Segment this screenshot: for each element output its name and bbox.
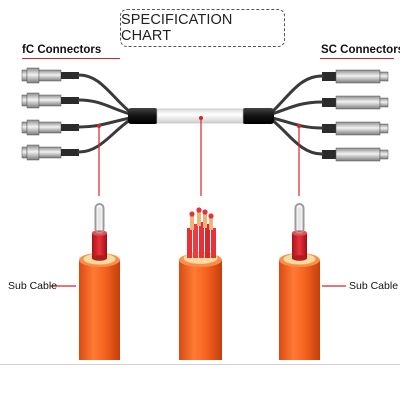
right-sub-cable-label: Sub Cable (349, 280, 399, 292)
trunk-cable (156, 108, 244, 124)
sc-connector-1 (322, 69, 389, 84)
right-breakout-boot (242, 108, 274, 124)
fc-label-underline (22, 58, 120, 60)
fanout-cable (21, 67, 389, 196)
bottom-divider (0, 364, 400, 365)
right-sub-cable (279, 203, 320, 360)
fc-connectors-label: fC Connectors (22, 44, 102, 56)
fc-connector-1 (21, 67, 79, 84)
left-breakout-boot (128, 108, 158, 124)
sc-connector-3 (322, 121, 389, 136)
left-breakout-legs (77, 73, 132, 154)
sc-connector-2 (322, 95, 389, 110)
fc-connector-3 (21, 119, 79, 136)
left-sub-cable (79, 203, 120, 360)
fc-connector-2 (21, 92, 79, 109)
left-sub-cable-label: Sub Cable (8, 280, 58, 292)
sc-label-underline (320, 58, 394, 60)
fc-connector-4 (21, 144, 79, 161)
sc-connectors-label: SC Connectors (321, 44, 400, 56)
center-trunk-cross-section (179, 207, 222, 360)
sc-connector-4 (322, 147, 389, 162)
right-breakout-legs (270, 74, 324, 156)
chart-title: SPECIFICATION CHART (120, 9, 285, 47)
